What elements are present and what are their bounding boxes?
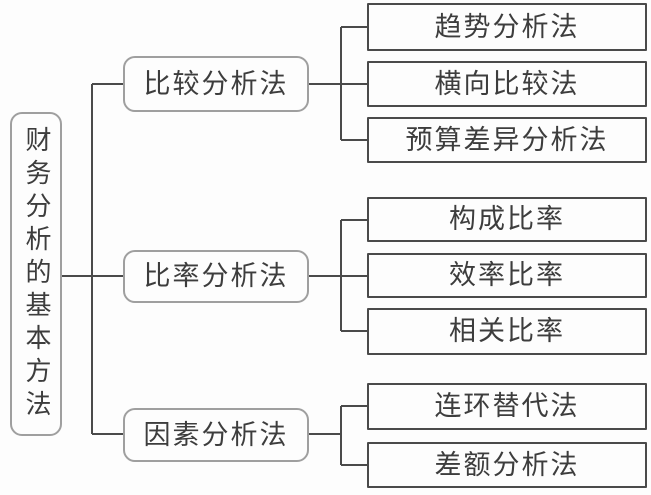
node-chain-substitution-method: 连环替代法 xyxy=(367,383,647,430)
node-comparative-analysis-method: 比较分析法 xyxy=(123,56,309,112)
node-efficiency-ratio: 效率比率 xyxy=(367,253,647,298)
node-correlation-ratio: 相关比率 xyxy=(367,308,647,355)
node-budget-variance-analysis-method: 预算差异分析法 xyxy=(367,117,647,163)
node-horizontal-comparison-method: 横向比较法 xyxy=(367,61,647,107)
node-difference-analysis-method: 差额分析法 xyxy=(367,442,647,488)
node-ratio-analysis-method: 比率分析法 xyxy=(123,250,309,303)
node-factor-analysis-method: 因素分析法 xyxy=(123,408,309,462)
node-composition-ratio: 构成比率 xyxy=(367,197,647,242)
node-trend-analysis-method: 趋势分析法 xyxy=(367,3,647,51)
node-root-financial-analysis-basic-methods: 财务分析的基本方法 xyxy=(10,112,62,436)
